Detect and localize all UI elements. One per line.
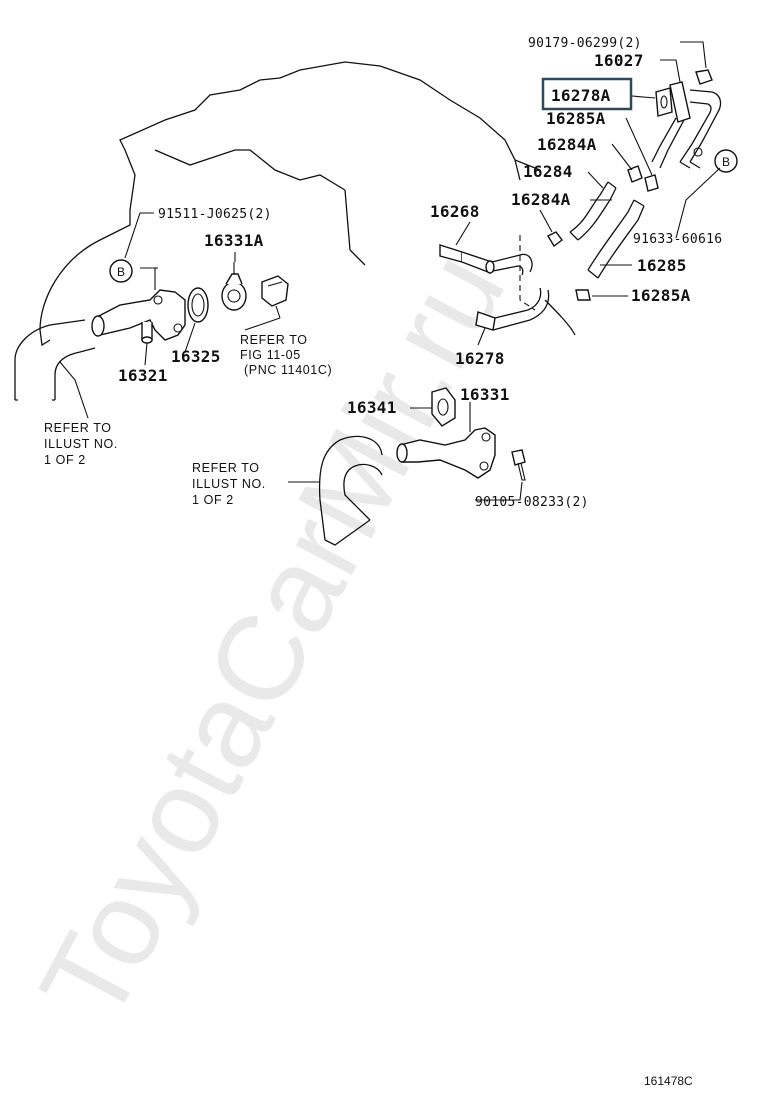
bolt-90105: [511, 449, 526, 481]
note-refer-fig-line3: (PNC 11401C): [244, 363, 332, 377]
gasket-16341: [431, 387, 456, 427]
bypass-pipe-16027: [651, 81, 722, 169]
label-16325[interactable]: 16325: [171, 347, 221, 366]
label-91633[interactable]: 91633-60616: [633, 232, 722, 247]
note-refer-illust-mid-line1: REFER TO: [192, 461, 260, 475]
part-labels: 90179-06299(2) 16027 16278A 16285A 16284…: [118, 36, 722, 510]
callout-b-right-text: B: [722, 155, 730, 169]
pipe-16278: [475, 287, 550, 331]
note-refer-illust-left-line1: REFER TO: [44, 421, 112, 435]
label-16278[interactable]: 16278: [455, 349, 505, 368]
note-refer-illust-mid-line3: 1 OF 2: [192, 493, 234, 507]
thermostat-16331A: [221, 262, 247, 311]
highlight-box-16278A: [541, 77, 633, 111]
water-outlet-16331: [396, 427, 496, 479]
label-16284A-mid[interactable]: 16284A: [511, 190, 571, 209]
note-refer-fig-line1: REFER TO: [240, 333, 308, 347]
label-90105[interactable]: 90105-08233(2): [475, 495, 589, 510]
note-refer-illust-mid: REFER TO ILLUST NO. 1 OF 2: [192, 461, 266, 507]
label-16341[interactable]: 16341: [347, 398, 397, 417]
callout-b-left: B: [109, 259, 133, 283]
clamp-16285A-top: [644, 174, 659, 192]
label-16278A[interactable]: 16278A: [551, 86, 611, 105]
hose-16284: [569, 181, 617, 241]
gasket-16278A: [655, 87, 673, 117]
clamp-16284A-mid: [547, 231, 563, 248]
label-91511[interactable]: 91511-J0625(2): [158, 207, 272, 222]
label-16285A-top[interactable]: 16285A: [546, 109, 606, 128]
label-16268[interactable]: 16268: [430, 202, 480, 221]
clamp-16285A-bot: [575, 289, 591, 301]
label-16027[interactable]: 16027: [594, 51, 644, 70]
label-16284[interactable]: 16284: [523, 162, 573, 181]
label-16285A-bot[interactable]: 16285A: [631, 286, 691, 305]
label-16331A[interactable]: 16331A: [204, 231, 264, 250]
leader-lines: [59, 41, 721, 501]
label-16284A-top[interactable]: 16284A: [537, 135, 597, 154]
label-16285[interactable]: 16285: [637, 256, 687, 275]
pipe-16268: [439, 244, 533, 276]
bolt-91511: [140, 267, 158, 290]
figure-code: 161478C: [644, 1074, 693, 1088]
nut-90179: [695, 69, 713, 85]
note-refer-illust-left-line3: 1 OF 2: [44, 453, 86, 467]
gasket-16325: [187, 287, 209, 323]
note-refer-illust-left-line2: ILLUST NO.: [44, 437, 118, 451]
note-refer-illust-mid-line2: ILLUST NO.: [192, 477, 266, 491]
note-refer-illust-left: REFER TO ILLUST NO. 1 OF 2: [44, 421, 118, 467]
callout-b-right: B: [714, 149, 738, 173]
engine-outline: [39, 61, 576, 347]
water-inlet-16321: [91, 289, 186, 344]
left-hose: [14, 319, 96, 401]
temperature-sensor: [261, 275, 289, 319]
label-16321[interactable]: 16321: [118, 366, 168, 385]
middle-hose: [318, 435, 383, 546]
callout-b-left-text: B: [117, 265, 125, 279]
hose-16285: [587, 199, 645, 279]
note-refer-fig: REFER TO FIG 11-05 (PNC 11401C): [240, 333, 332, 377]
label-16331[interactable]: 16331: [460, 385, 510, 404]
note-refer-fig-line2: FIG 11-05: [240, 348, 301, 362]
label-90179[interactable]: 90179-06299(2): [528, 36, 642, 51]
